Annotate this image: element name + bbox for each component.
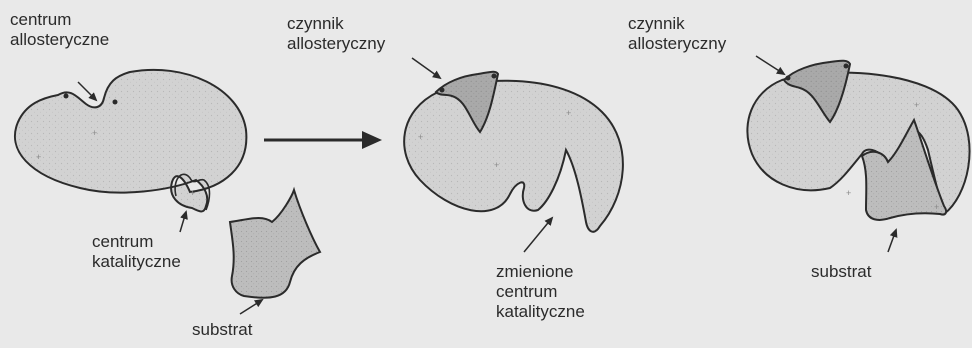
- label-allosteric-factor-panel-3: czynnik allosteryczny: [628, 14, 726, 54]
- label-allosteric-factor-panel-2: czynnik allosteryczny: [287, 14, 385, 54]
- pointer-allosteric-factor-3: [756, 56, 784, 74]
- plus-mark: +: [494, 160, 499, 170]
- label-substrate-panel-1: substrat: [192, 320, 252, 340]
- plus-mark: +: [92, 128, 97, 138]
- enzyme-body-2: [404, 81, 623, 232]
- factor-contact-dot: [786, 76, 791, 81]
- pointer-allosteric-factor-2: [412, 58, 440, 78]
- pointer-substrate-1: [240, 300, 262, 314]
- pointer-catalytic-center-1: [180, 212, 186, 232]
- substrate-shape-1: [230, 190, 320, 298]
- plus-mark: +: [36, 152, 41, 162]
- panel-1-inactive-enzyme: + + +: [15, 70, 320, 314]
- allosteric-site-dot-1a: [64, 94, 69, 99]
- plus-mark: +: [934, 202, 939, 212]
- factor-contact-dot: [492, 74, 497, 79]
- plus-mark: +: [418, 132, 423, 142]
- plus-mark: +: [566, 108, 571, 118]
- label-allosteric-center: centrum allosteryczne: [10, 10, 109, 50]
- panel-2-activated-enzyme: + + +: [404, 58, 623, 252]
- pointer-allosteric-center-1: [78, 82, 96, 100]
- factor-contact-dot: [844, 64, 849, 69]
- enzyme-body-1: [15, 70, 246, 212]
- label-catalytic-center: centrum katalityczne: [92, 232, 181, 272]
- label-substrate-panel-3: substrat: [811, 262, 871, 282]
- factor-contact-dot: [440, 88, 445, 93]
- plus-mark: +: [914, 100, 919, 110]
- transition-arrowhead: [362, 131, 382, 149]
- plus-mark: +: [846, 188, 851, 198]
- plus-mark: +: [190, 188, 195, 198]
- allosteric-site-dot-1b: [113, 100, 118, 105]
- panel-3-enzyme-substrate-complex: + + +: [747, 56, 969, 252]
- pointer-changed-catalytic-center: [524, 218, 552, 252]
- pointer-substrate-3: [888, 230, 896, 252]
- label-changed-catalytic-center: zmienione centrum katalityczne: [496, 262, 585, 322]
